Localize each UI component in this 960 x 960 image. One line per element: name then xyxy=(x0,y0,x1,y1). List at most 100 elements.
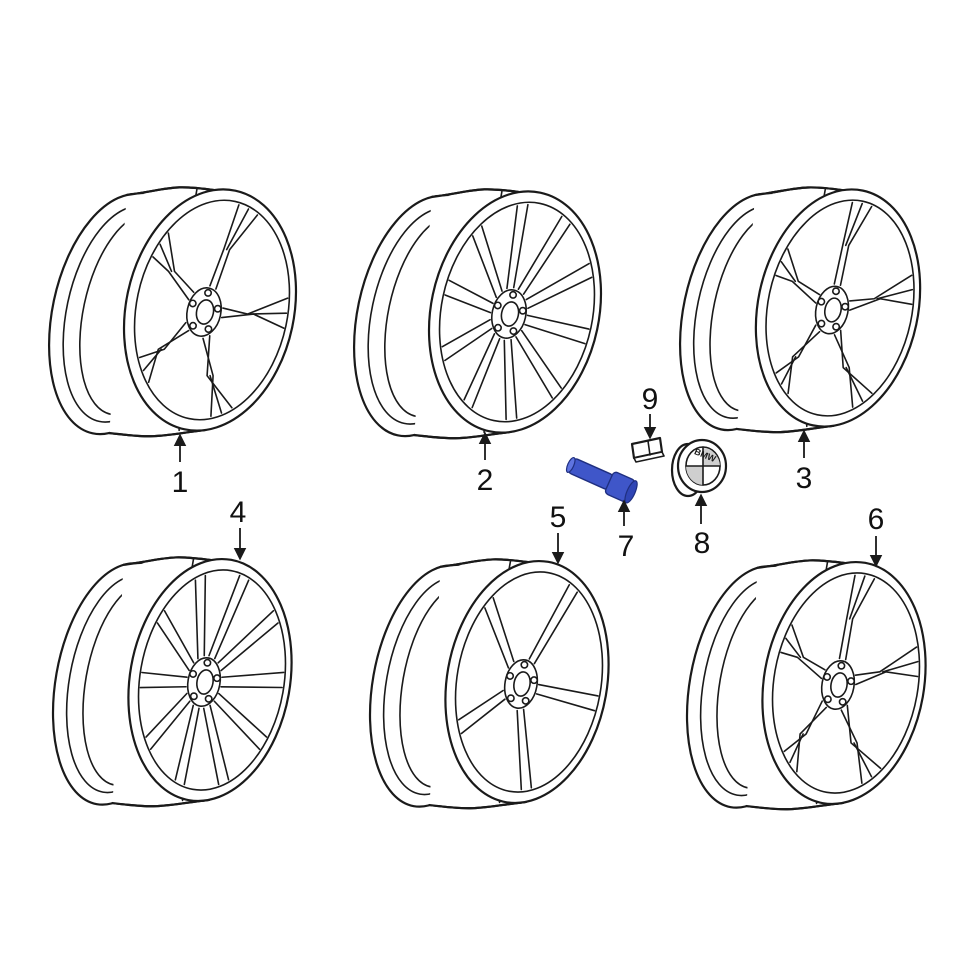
callout-number: 9 xyxy=(642,383,659,416)
lug-hole xyxy=(204,325,213,334)
rim-face-inner xyxy=(454,571,604,793)
spoke-edge xyxy=(213,579,250,660)
lug-hole xyxy=(521,696,530,705)
spokes xyxy=(138,204,289,417)
spoke-edge xyxy=(457,689,504,721)
lug-hole xyxy=(530,676,539,685)
spoke-edge xyxy=(492,597,515,663)
spoke-edge xyxy=(139,685,187,689)
lug-hole xyxy=(838,697,847,706)
wheels-layer xyxy=(47,186,927,811)
wheel-5 xyxy=(368,558,610,810)
lug-hole xyxy=(837,661,846,670)
barrel-top-line xyxy=(430,188,521,199)
spoke-edge xyxy=(156,622,190,672)
part-8: BMW xyxy=(670,438,728,498)
weight-groove xyxy=(647,440,651,456)
barrel-top-line xyxy=(756,559,847,570)
spoke-groove xyxy=(780,260,797,283)
lug-hole xyxy=(213,304,222,313)
wheel-4 xyxy=(51,556,293,808)
spokes xyxy=(780,574,919,784)
rim-face-inner xyxy=(438,201,596,423)
spoke-groove xyxy=(159,243,173,273)
spoke-edge xyxy=(441,318,491,348)
spoke-edge xyxy=(471,337,501,409)
wheel-bolt-icon xyxy=(565,456,638,504)
spoke-edge xyxy=(213,700,261,750)
barrel-top-line xyxy=(439,558,530,569)
spoke-edge xyxy=(787,248,821,296)
spoke-edge xyxy=(152,256,190,301)
spokes xyxy=(457,584,599,791)
lug-hole xyxy=(509,327,518,336)
spoke-groove xyxy=(853,742,873,778)
wheel-1 xyxy=(47,186,298,438)
rim-face-inner xyxy=(133,199,291,421)
spoke-edge xyxy=(503,339,507,421)
spoke-groove xyxy=(209,374,223,414)
spoke-edge xyxy=(220,622,279,672)
spoke-groove xyxy=(844,202,864,247)
spoke-edge xyxy=(833,334,854,408)
spoke-edge xyxy=(838,574,856,660)
lug-hole xyxy=(189,669,198,678)
lug-hole xyxy=(831,287,840,296)
spoke-edge xyxy=(520,329,563,389)
callout-5: 5 xyxy=(550,501,566,565)
spoke-edge xyxy=(855,671,919,686)
lug-hole xyxy=(832,322,841,331)
alloy-wheel-icon xyxy=(678,186,922,434)
balance-weight-icon xyxy=(630,436,665,463)
roundel-quadrant xyxy=(703,448,720,466)
callout-number: 6 xyxy=(868,503,885,536)
barrel-top-line xyxy=(125,186,216,197)
spoke-edge xyxy=(209,204,240,287)
lug-hole xyxy=(817,319,826,328)
spoke-edge xyxy=(183,707,200,786)
callout-6: 6 xyxy=(868,503,885,568)
spoke-edge xyxy=(506,205,519,290)
center-bore xyxy=(823,297,843,323)
spoke-edge xyxy=(217,609,275,664)
callout-3: 3 xyxy=(796,429,812,495)
spoke-groove xyxy=(225,208,250,251)
spoke-edge xyxy=(854,646,918,676)
alloy-wheel-icon xyxy=(352,188,603,440)
lug-hole xyxy=(493,323,502,332)
spoke-edge xyxy=(783,700,824,753)
spoke-edge xyxy=(524,323,586,345)
small-parts-layer: BMW xyxy=(565,436,728,504)
spoke-edge xyxy=(203,574,207,657)
part-7 xyxy=(565,456,638,504)
spoke-groove xyxy=(789,733,804,764)
hub-cap-emblem-icon: BMW xyxy=(670,438,728,498)
spoke-edge xyxy=(848,274,913,302)
part-9 xyxy=(630,436,665,463)
center-bore xyxy=(513,671,531,697)
spoke-groove xyxy=(142,348,163,372)
spoke-edge xyxy=(206,334,233,409)
spoke-groove xyxy=(882,660,919,673)
lug-hole xyxy=(520,660,529,669)
spoke-edge xyxy=(787,330,821,395)
spoke-edge xyxy=(525,262,590,301)
spoke-edge xyxy=(167,232,195,294)
spoke-edge xyxy=(141,671,188,679)
spoke-edge xyxy=(194,579,199,660)
callout-8: 8 xyxy=(694,493,710,560)
lug-hole xyxy=(204,694,213,703)
lug-hole xyxy=(203,658,212,667)
spoke-edge xyxy=(515,336,554,399)
lug-hole xyxy=(509,290,518,299)
lug-hole xyxy=(817,297,826,306)
spoke-groove xyxy=(785,637,802,659)
spoke-edge xyxy=(138,321,187,359)
alloy-wheel-icon xyxy=(685,559,927,811)
spoke-edge xyxy=(839,329,873,395)
callout-7: 7 xyxy=(618,499,634,563)
center-bore xyxy=(195,299,215,325)
spoke-edge xyxy=(844,578,876,661)
